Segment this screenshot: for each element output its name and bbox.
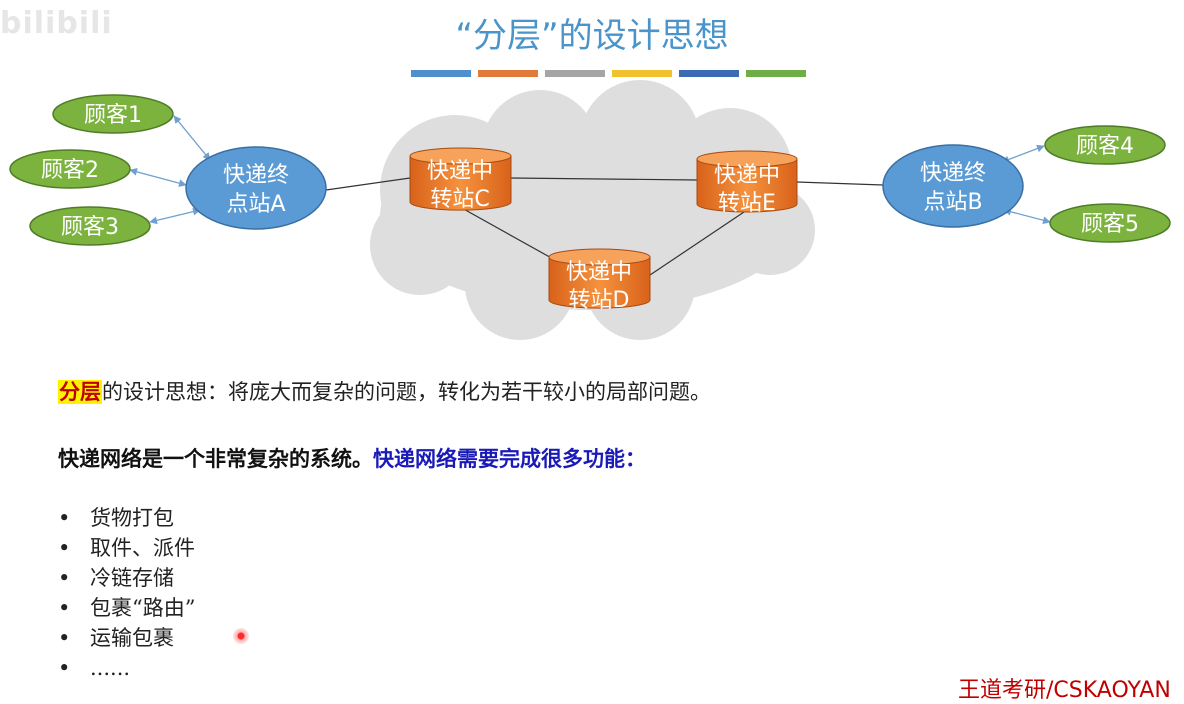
list-item: • 取件、派件 (58, 533, 195, 563)
station-label: 快递终 (223, 163, 289, 188)
color-bar (411, 70, 813, 89)
hub-node: 快递中 转站E (696, 150, 798, 216)
statement-line: 快递网络是一个非常复杂的系统。快递网络需要完成很多功能： (58, 443, 646, 473)
customer-label: 顾客5 (1081, 212, 1139, 237)
bullet-icon: • (58, 506, 71, 530)
customer-label: 顾客1 (84, 103, 142, 128)
bullet-icon: • (58, 656, 71, 680)
customer-links (129, 115, 1051, 225)
hub-node: 快递中 转站D (548, 248, 651, 313)
customer-node: 顾客5 (1049, 203, 1171, 243)
color-bar-segment (746, 70, 806, 77)
watermark: bilibili (0, 6, 113, 41)
color-bar-segment (478, 70, 538, 77)
hub-label: 转站D (569, 288, 630, 313)
hub-label: 转站C (430, 187, 489, 212)
bullet-icon: • (58, 566, 71, 590)
station-node: 快递终 点站B (882, 144, 1024, 228)
list-item: • 运输包裹 (58, 623, 195, 653)
statement-text: 快递网络是一个非常复杂的系统。 (58, 447, 373, 471)
station-label: 点站B (923, 190, 982, 215)
network-links (325, 177, 884, 276)
bullet-icon: • (58, 596, 71, 620)
hub-label: 快递中 (714, 163, 780, 188)
customer-label: 顾客3 (61, 215, 119, 240)
list-item-text: 货物打包 (90, 506, 174, 530)
list-item-text: ...... (90, 656, 131, 680)
list-item: • 冷链存储 (58, 563, 195, 593)
hub-node: 快递中 转站C (409, 147, 512, 212)
list-item: •...... (58, 653, 195, 683)
customer-node: 顾客3 (29, 206, 151, 246)
laser-pointer-icon (233, 628, 249, 644)
list-item: • 货物打包 (58, 503, 195, 533)
list-item: • 包裹“路由” (58, 593, 195, 623)
color-bar-segment (411, 70, 471, 77)
customer-node: 顾客2 (9, 149, 131, 189)
hub-label: 快递中 (427, 159, 493, 184)
customer-node: 顾客4 (1044, 125, 1166, 165)
color-bar-segment (612, 70, 672, 77)
station-label: 点站A (226, 192, 285, 217)
station-node: 快递终 点站A (185, 146, 327, 230)
summary-text: 的设计思想：将庞大而复杂的问题，转化为若干较小的局部问题。 (102, 380, 711, 404)
list-item-text: 运输包裹 (90, 626, 174, 650)
customer-label: 顾客4 (1076, 134, 1134, 159)
customer-node: 顾客1 (52, 94, 174, 134)
bullet-icon: • (58, 626, 71, 650)
statement-highlight: 快递网络需要完成很多功能： (373, 447, 646, 471)
customer-label: 顾客2 (41, 158, 99, 183)
bullet-icon: • (58, 536, 71, 560)
network-diagram: 顾客1 顾客2 顾客3 顾客4 顾客5 快递终 点站A 快递终 点站B 快递中 … (9, 80, 1171, 340)
slide-title: “分层”的设计思想 (455, 16, 729, 56)
footer-brand: 王道考研/CSKAOYAN (958, 678, 1171, 703)
list-item-text: 冷链存储 (90, 566, 174, 590)
list-item-text: 包裹“路由” (90, 596, 196, 620)
color-bar-segment (679, 70, 739, 77)
summary-line: 分层的设计思想：将庞大而复杂的问题，转化为若干较小的局部问题。 (58, 376, 711, 406)
color-bar-segment (545, 70, 605, 77)
function-list: • 货物打包 • 取件、派件 • 冷链存储 • 包裹“路由” • 运输包裹 •...... (58, 503, 195, 683)
list-item-text: 取件、派件 (90, 536, 195, 560)
hub-label: 转站E (718, 191, 776, 216)
hub-label: 快递中 (566, 260, 632, 285)
station-label: 快递终 (920, 161, 986, 186)
summary-keyword: 分层 (58, 380, 102, 404)
